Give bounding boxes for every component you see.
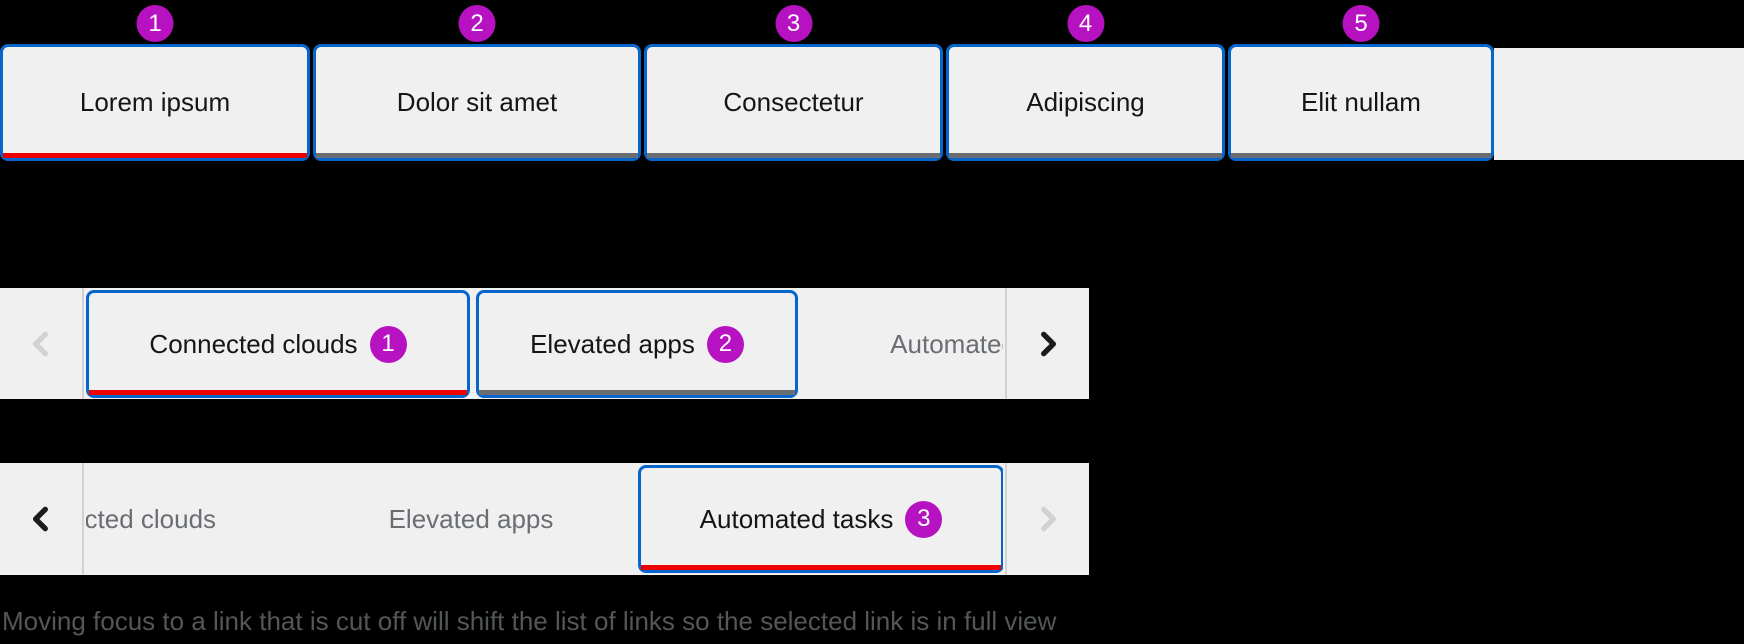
tab-underline: [479, 390, 795, 395]
tab-adipiscing[interactable]: 4 Adipiscing: [946, 5, 1225, 161]
selected-tab-underline: [3, 153, 307, 158]
tab-label: Automated tasks: [699, 503, 894, 534]
selected-tab-underline: [641, 565, 1001, 570]
chevron-left-icon: [32, 506, 48, 532]
tab-dolor-sit-amet[interactable]: 2 Dolor sit amet: [313, 5, 641, 161]
tab-label: Consectetur: [723, 87, 864, 117]
tab-label: Elevated apps: [530, 328, 695, 359]
tab-elevated-apps[interactable]: Elevated apps 2: [476, 290, 798, 398]
chevron-right-icon: [1041, 331, 1057, 356]
tab-connected-clouds-cut-off[interactable]: Connected clouds: [86, 465, 304, 573]
selected-tab-underline: [89, 390, 467, 395]
caption-text: Moving focus to a link that is cut off w…: [2, 606, 1057, 636]
scroll-right-button[interactable]: [1005, 288, 1089, 399]
tab-label: Connected clouds: [86, 503, 217, 534]
tab-elit-nullam[interactable]: 5 Elit nullam: [1228, 5, 1494, 161]
tab-underline: [1231, 153, 1491, 158]
tab-scroll-viewport: Connected clouds Elevated apps Automated…: [86, 463, 1003, 575]
tab-label: Connected clouds: [149, 328, 358, 359]
tab-label: Elit nullam: [1301, 87, 1421, 117]
scroll-right-button[interactable]: [1005, 463, 1089, 575]
annotation-badge: 2: [458, 5, 496, 42]
annotation-badge: 5: [1342, 5, 1380, 42]
overflow-tab-strip-start: Connected clouds 1 Elevated apps 2 Autom…: [0, 288, 1089, 399]
tab-label: Lorem ipsum: [79, 87, 231, 117]
tab-label: Automated tasks: [890, 328, 1003, 359]
tab-automated-tasks-cut-off[interactable]: Automated tasks: [804, 290, 1003, 398]
overflow-tab-strip-end: Connected clouds Elevated apps Automated…: [0, 463, 1089, 575]
tab-label: Adipiscing: [1026, 87, 1145, 117]
tab-label: Elevated apps: [388, 503, 554, 534]
annotation-badge: 3: [775, 5, 812, 42]
tab-label: Dolor sit amet: [396, 87, 558, 117]
annotation-badge: 4: [1067, 5, 1104, 42]
annotation-badge: 1: [369, 325, 407, 363]
tab-underline: [949, 153, 1222, 158]
annotation-badge: 3: [905, 500, 943, 538]
tab-list-empty-area: [1494, 48, 1744, 160]
tab-automated-tasks[interactable]: Automated tasks 3: [638, 465, 1003, 573]
annotation-badge: 1: [136, 5, 174, 42]
tab-underline: [647, 153, 940, 158]
tab-scroll-viewport: Connected clouds 1 Elevated apps 2 Autom…: [86, 288, 1003, 399]
chevron-right-icon: [1041, 506, 1057, 532]
tab-underline: [316, 153, 638, 158]
annotation-badge: 2: [706, 325, 744, 363]
chevron-left-icon: [32, 331, 48, 356]
tab-elevated-apps[interactable]: Elevated apps: [310, 465, 632, 573]
tab-connected-clouds[interactable]: Connected clouds 1: [86, 290, 470, 398]
scroll-left-button[interactable]: [0, 288, 84, 399]
tab-consectetur[interactable]: 3 Consectetur: [644, 5, 943, 161]
scroll-left-button[interactable]: [0, 463, 84, 575]
tab-lorem-ipsum[interactable]: 1 Lorem ipsum: [0, 5, 310, 161]
